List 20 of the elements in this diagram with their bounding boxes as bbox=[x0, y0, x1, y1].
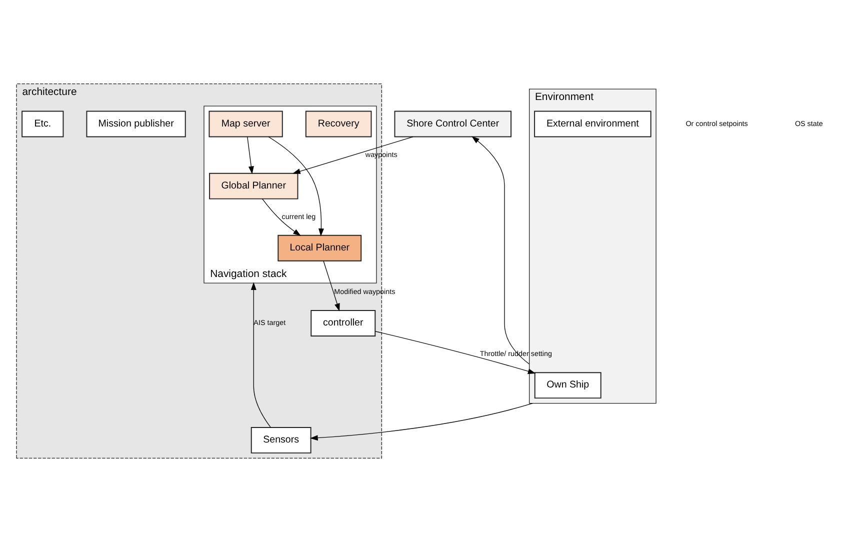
arrow bbox=[323, 260, 340, 312]
arrow bbox=[472, 136, 530, 364]
arrow bbox=[374, 331, 536, 374]
arrow bbox=[310, 402, 533, 441]
node-box: Sensors bbox=[250, 426, 312, 454]
node-box: Mission publisher bbox=[86, 110, 186, 138]
arrow bbox=[268, 136, 324, 236]
node-box: Shore Control Center bbox=[394, 110, 512, 138]
node-box: Recovery bbox=[305, 110, 372, 138]
node-box: Global Planner bbox=[209, 172, 298, 200]
arrow bbox=[262, 198, 301, 236]
arrow bbox=[292, 136, 414, 174]
arrow bbox=[247, 136, 254, 174]
node-box: Own Ship bbox=[534, 372, 602, 399]
node-box: External environment bbox=[534, 110, 652, 138]
node-box: Map server bbox=[208, 110, 283, 138]
arrow bbox=[250, 282, 272, 428]
node-box: Etc. bbox=[22, 110, 64, 138]
node-box: Local Planner bbox=[278, 234, 362, 262]
node-box: controller bbox=[310, 310, 376, 336]
